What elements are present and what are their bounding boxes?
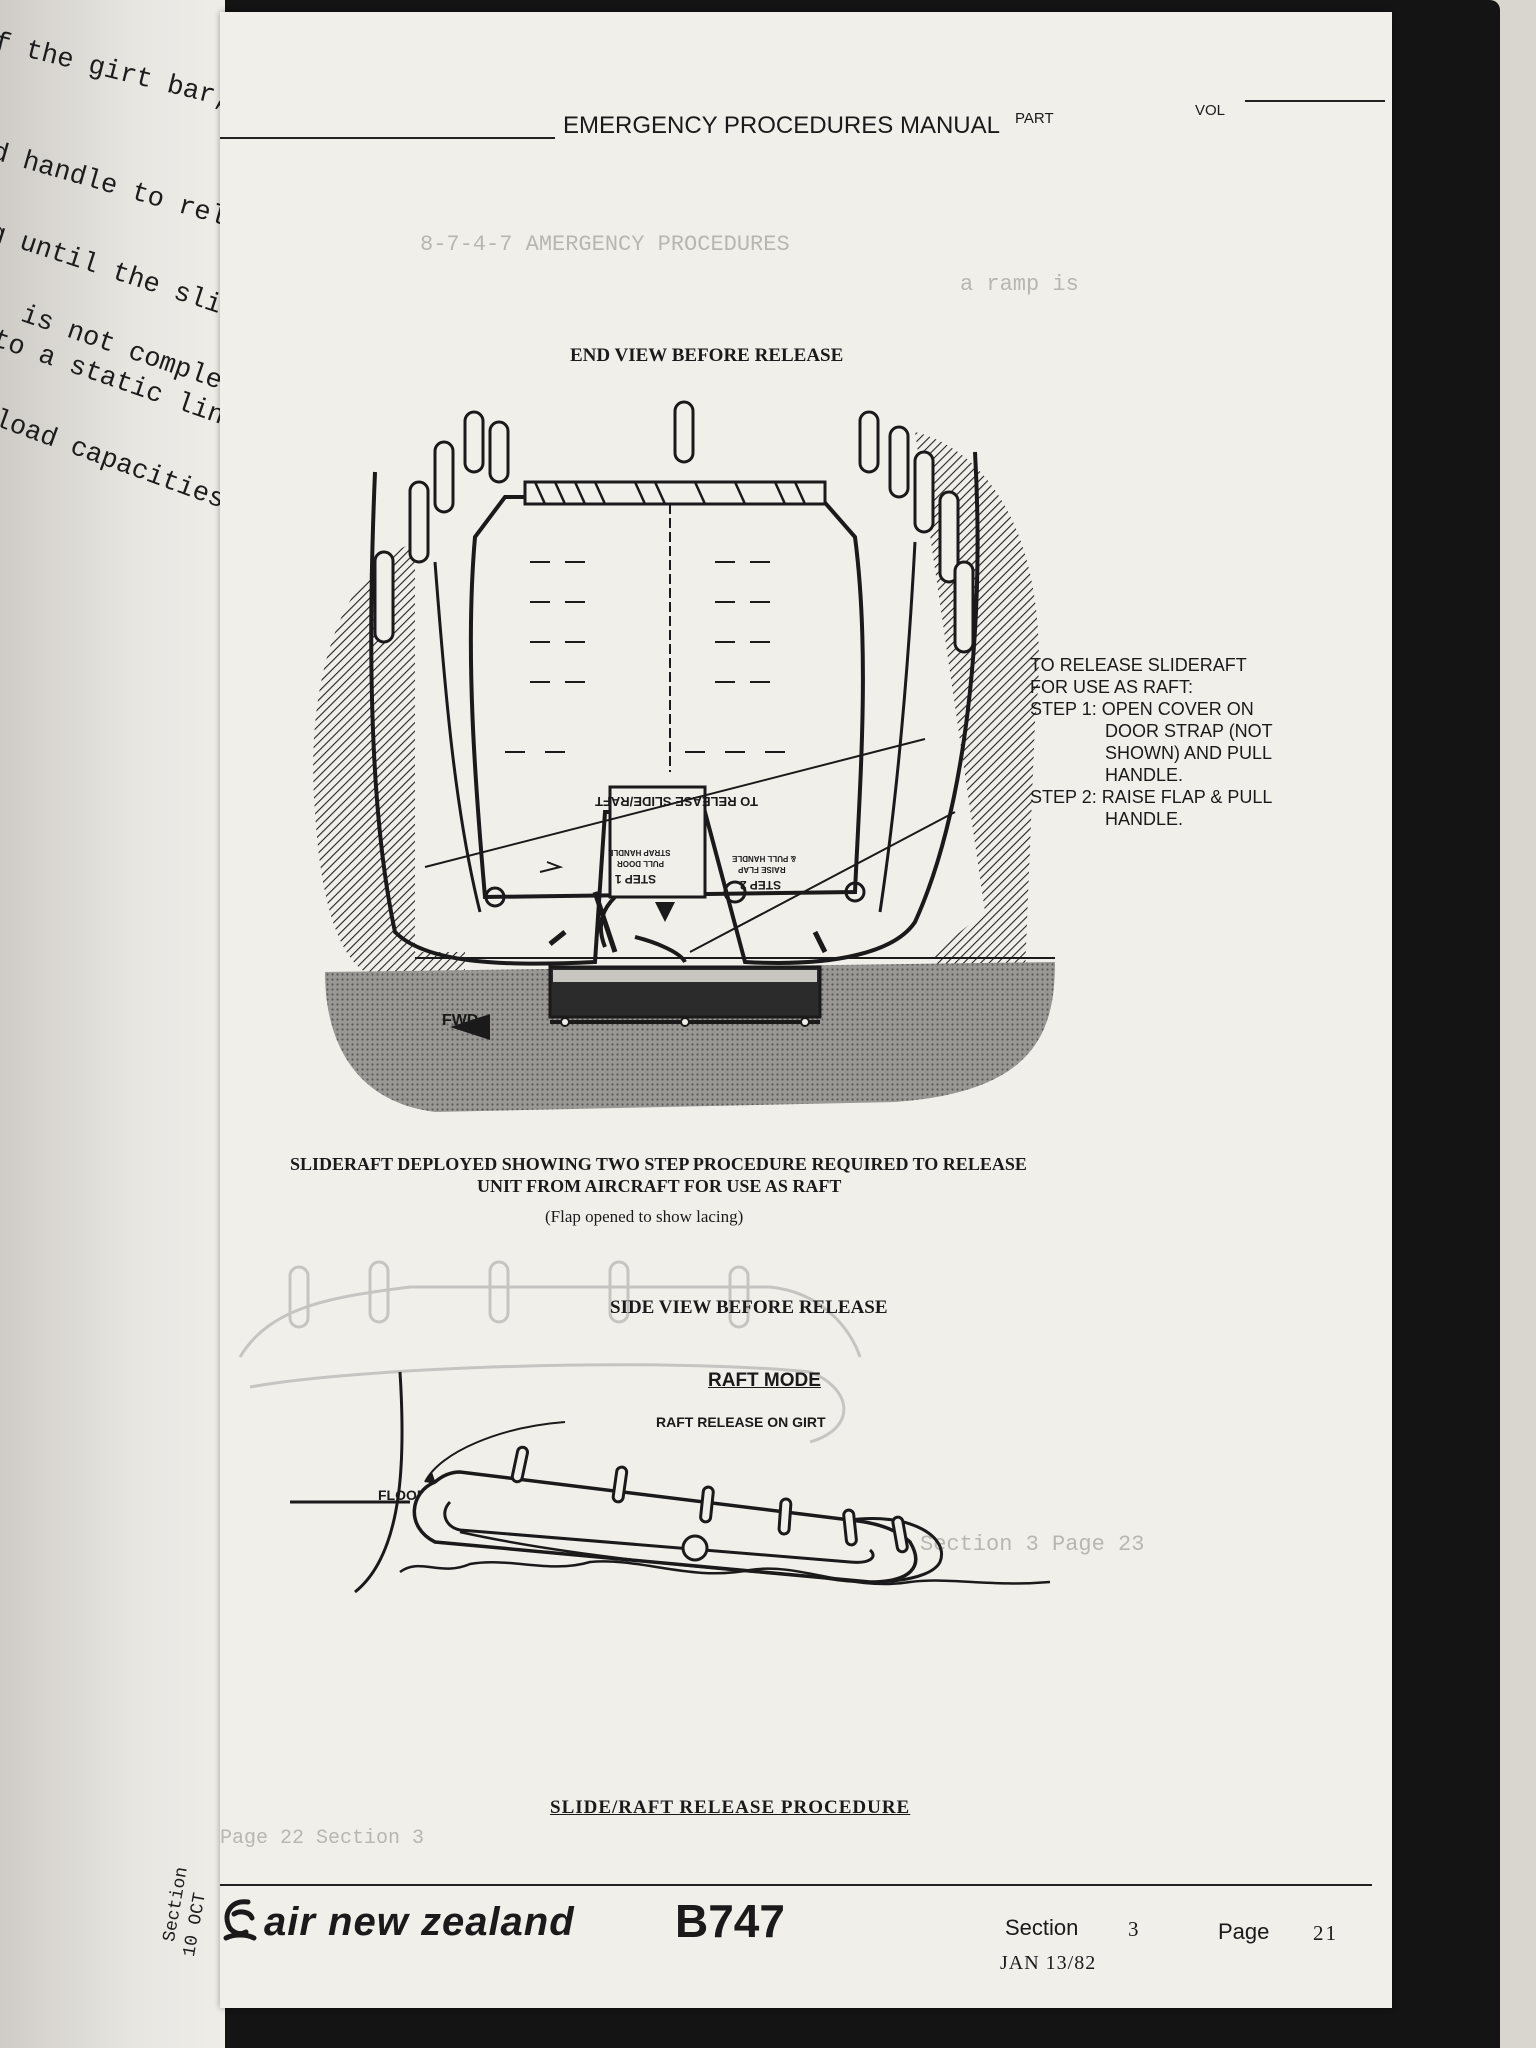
caption-line-3: (Flap opened to show lacing) — [545, 1207, 744, 1226]
left-line-6: load capacities of the — [0, 405, 225, 555]
callout-line-4: DOOR STRAP (NOT — [1105, 721, 1273, 741]
left-line-1: f the girt bar, (indica — [0, 28, 225, 147]
left-facing-page: f the girt bar, (indica d handle to rele… — [0, 0, 225, 2048]
callout-line-1: TO RELEASE SLIDERAFT — [1030, 655, 1247, 675]
aircraft-type: B747 — [675, 1895, 785, 1947]
inner-step2-line2: & PULL HANDLE — [732, 854, 797, 863]
callout-line-5: SHOWN) AND PULL — [1105, 743, 1273, 763]
end-view-heading: END VIEW BEFORE RELEASE — [570, 345, 844, 366]
page-value: 21 — [1313, 1921, 1338, 1945]
section-value: 3 — [1128, 1917, 1139, 1941]
manual-page: 8-7-4-7 AMERGENCY PROCEDURES a ramp is S… — [220, 12, 1392, 2008]
caption-line-1: SLIDERAFT DEPLOYED SHOWING TWO STEP PROC… — [290, 1154, 1027, 1174]
callout-line-8: HANDLE. — [1105, 809, 1184, 829]
inner-release-label: TO RELEASE SLIDE/RAFT — [595, 794, 758, 809]
raft-mode-illustration — [290, 1371, 1051, 1594]
fwd-arrow — [450, 1014, 490, 1040]
inner-step1-title: STEP 1 — [615, 872, 657, 886]
show-through-drawing — [238, 1260, 862, 1444]
caption-line-2: UNIT FROM AIRCRAFT FOR USE AS RAFT — [477, 1176, 842, 1196]
inner-step2-title: STEP 2 — [740, 878, 782, 892]
inner-step1-line2: STRAP HANDLE — [608, 848, 671, 857]
manual-title: EMERGENCY PROCEDURES MANUAL — [563, 112, 1000, 139]
procedure-title: SLIDE/RAFT RELEASE PROCEDURE — [550, 1797, 911, 1818]
inner-step1-line1: PULL DOOR — [617, 859, 664, 868]
revision-date: JAN 13/82 — [1000, 1952, 1097, 1974]
section-label: Section — [1005, 1915, 1079, 1940]
callout-line-7: STEP 2: RAISE FLAP & PULL — [1030, 787, 1273, 807]
page-label: Page — [1218, 1919, 1270, 1944]
left-wall-hatch — [313, 542, 465, 972]
vol-label: VOL — [1195, 102, 1226, 119]
raft-release-label: RAFT RELEASE ON GIRT — [656, 1414, 826, 1430]
raft-mode-label: RAFT MODE — [708, 1370, 821, 1391]
release-callout: TO RELEASE SLIDERAFT FOR USE AS RAFT: ST… — [1030, 654, 1273, 830]
inner-step2-line1: RAISE FLAP — [738, 865, 786, 874]
part-label: PART — [1015, 110, 1054, 127]
airline-logo-text: air new zealand — [264, 1900, 575, 1944]
fwd-label: FWD — [442, 1012, 479, 1029]
callout-line-2: FOR USE AS RAFT: — [1030, 677, 1194, 697]
end-view-illustration — [313, 400, 1055, 1112]
callout-line-6: HANDLE. — [1105, 765, 1184, 785]
side-view-heading: SIDE VIEW BEFORE RELEASE — [610, 1297, 888, 1318]
callout-line-3: STEP 1: OPEN COVER ON — [1030, 699, 1254, 719]
floor-stipple — [325, 962, 1055, 1112]
airline-logo-icon — [223, 1899, 257, 1941]
